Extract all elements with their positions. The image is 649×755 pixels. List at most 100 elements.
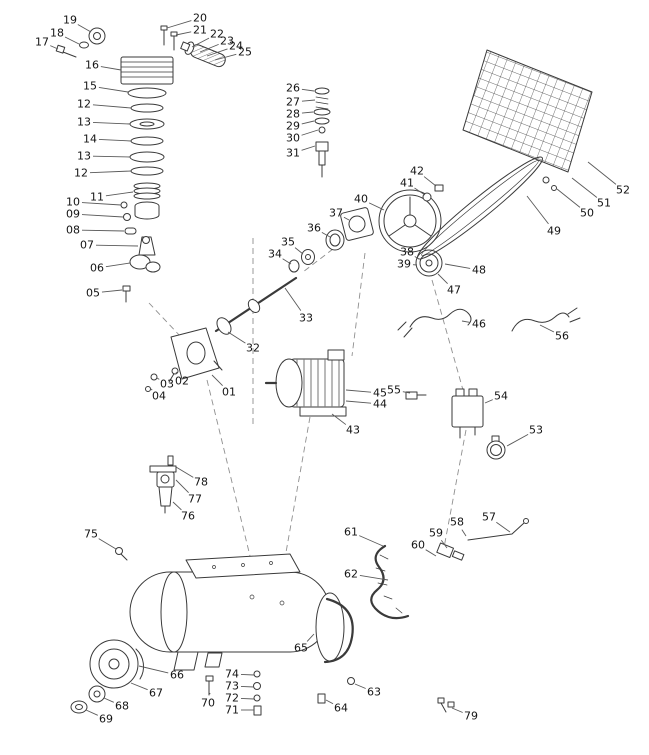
part-label-37: 37 [329, 207, 343, 220]
part-label-27: 27 [286, 96, 300, 109]
part-label-10: 10 [66, 196, 80, 209]
part-label-65: 65 [294, 642, 308, 655]
unloader-fitting [405, 391, 427, 400]
leader-line-56 [539, 324, 555, 333]
leader-line-10 [81, 202, 122, 206]
part-label-68: 68 [115, 700, 129, 713]
leader-line-35 [294, 247, 304, 255]
part-label-13: 13 [77, 150, 91, 163]
part-label-02: 02 [175, 375, 189, 388]
leader-line-09 [81, 214, 124, 218]
part-label-57: 57 [482, 511, 496, 524]
drain-fasteners [205, 670, 455, 716]
part-label-70: 70 [201, 697, 215, 710]
part-label-67: 67 [149, 687, 163, 700]
crankshaft [214, 207, 374, 335]
part-label-18: 18 [50, 27, 64, 40]
leader-line-58 [461, 529, 467, 537]
leader-line-73 [240, 685, 255, 688]
part-label-25: 25 [238, 46, 252, 59]
leader-line-02 [175, 371, 178, 374]
leader-line-30 [301, 129, 319, 136]
part-label-56: 56 [555, 330, 569, 343]
leader-line-66 [138, 665, 169, 674]
part-label-32: 32 [246, 342, 260, 355]
part-label-24: 24 [229, 40, 243, 53]
part-label-31: 31 [286, 147, 300, 160]
part-label-04: 04 [152, 390, 166, 403]
leader-line-21 [175, 31, 192, 36]
head-bolts [160, 25, 178, 51]
part-label-13: 13 [77, 116, 91, 129]
leader-line-22 [191, 37, 210, 48]
part-label-15: 15 [83, 80, 97, 93]
leader-line-08 [81, 229, 125, 232]
part-label-20: 20 [193, 12, 207, 25]
leader-line-42 [423, 176, 437, 187]
part-label-33: 33 [299, 312, 313, 325]
part-label-61: 61 [344, 526, 358, 539]
part-label-30: 30 [286, 132, 300, 145]
leader-line-18 [64, 36, 80, 45]
part-label-09: 09 [66, 208, 80, 221]
part-label-28: 28 [286, 108, 300, 121]
leader-line-14 [98, 138, 132, 142]
part-label-21: 21 [193, 24, 207, 37]
leader-line-48 [444, 263, 471, 269]
leader-line-05 [101, 289, 123, 293]
part-label-54: 54 [494, 390, 508, 403]
assembly-axis-lines [148, 238, 467, 559]
part-label-26: 26 [286, 82, 300, 95]
part-label-47: 47 [447, 284, 461, 297]
part-label-46: 46 [472, 318, 486, 331]
leader-line-60 [425, 549, 437, 557]
discharge-hose [370, 518, 529, 620]
part-label-38: 38 [400, 246, 414, 259]
leader-line-20 [166, 20, 192, 29]
leader-line-50 [556, 188, 581, 208]
part-label-42: 42 [410, 165, 424, 178]
part-label-03: 03 [160, 378, 174, 391]
part-label-62: 62 [344, 568, 358, 581]
leader-line-62 [359, 574, 389, 581]
part-label-05: 05 [86, 287, 100, 300]
leader-line-01 [211, 374, 223, 386]
leader-line-33 [284, 287, 302, 311]
part-label-01: 01 [222, 386, 236, 399]
leader-line-59 [440, 539, 448, 549]
leader-line-31 [301, 145, 316, 151]
part-label-12: 12 [77, 98, 91, 111]
leader-line-67 [130, 682, 148, 691]
leader-line-16 [100, 66, 122, 71]
leader-line-32 [227, 331, 246, 344]
leader-line-40 [368, 202, 385, 211]
leader-line-78 [175, 466, 194, 478]
leader-line-41 [414, 187, 426, 196]
part-label-11: 11 [90, 191, 104, 204]
leader-line-23 [199, 43, 219, 53]
pressure-gauge [486, 435, 506, 460]
leader-line-44 [345, 400, 372, 404]
part-label-41: 41 [400, 177, 414, 190]
leader-line-65 [306, 633, 315, 642]
part-label-59: 59 [429, 527, 443, 540]
leader-line-38 [414, 256, 420, 260]
leader-line-53 [506, 433, 529, 447]
part-label-23: 23 [220, 35, 234, 48]
part-label-72: 72 [225, 692, 239, 705]
part-label-44: 44 [373, 398, 387, 411]
leader-line-68 [103, 697, 114, 703]
part-label-66: 66 [170, 669, 184, 682]
leader-line-34 [282, 258, 292, 265]
part-label-17: 17 [35, 36, 49, 49]
part-label-06: 06 [90, 262, 104, 275]
leader-line-26 [301, 88, 315, 92]
part-label-29: 29 [286, 120, 300, 133]
part-label-64: 64 [334, 702, 348, 715]
leader-line-27 [301, 99, 316, 102]
part-label-45: 45 [373, 387, 387, 400]
leader-line-29 [301, 120, 315, 125]
part-label-69: 69 [99, 713, 113, 726]
